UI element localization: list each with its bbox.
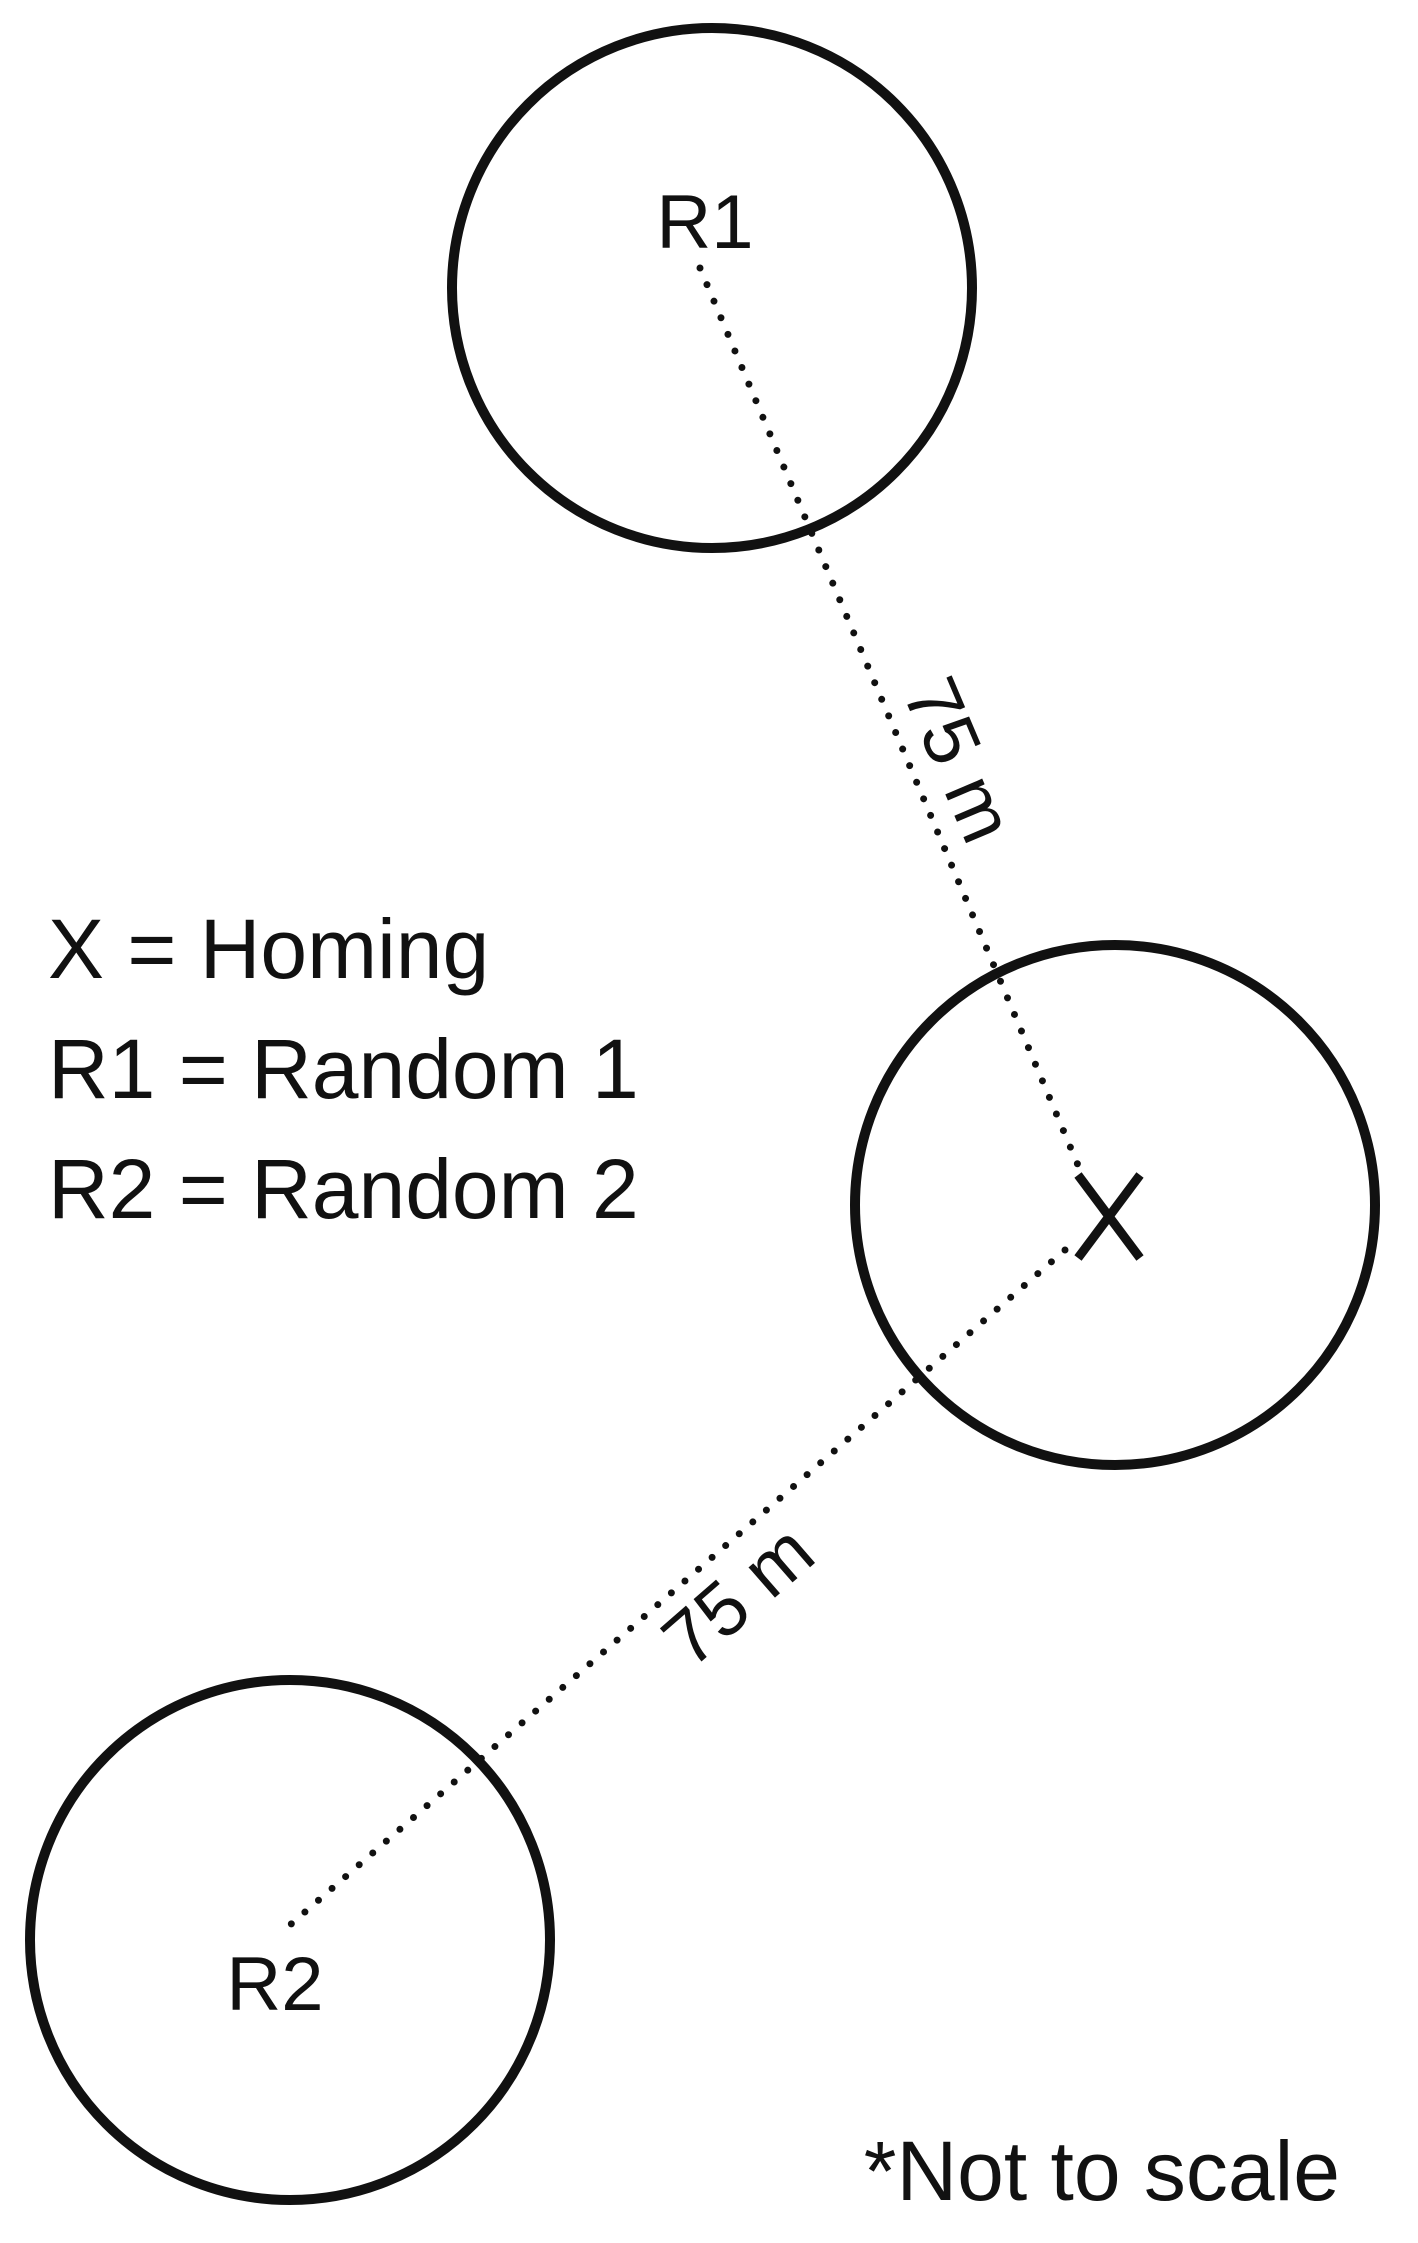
distance-label-r1-homing: 75 m — [886, 666, 1030, 855]
r1-circle — [447, 23, 977, 553]
r2-circle — [25, 1675, 555, 2205]
legend-line-random-1: R1 = Random 1 — [48, 1022, 639, 1116]
legend-line-homing: X = Homing — [48, 902, 489, 996]
legend: X = Homing R1 = Random 1 R2 = Random 2 — [48, 902, 639, 1236]
homing-circle — [850, 940, 1380, 1470]
homing-to-r2-line — [278, 1246, 1069, 1936]
homing-x-marker — [1074, 1172, 1144, 1261]
r1-label: R1 — [656, 180, 753, 265]
r1-to-homing-line — [696, 264, 1084, 1174]
legend-line-random-2: R2 = Random 2 — [48, 1142, 639, 1236]
r2-label: R2 — [226, 1942, 323, 2027]
not-to-scale-note: *Not to scale — [864, 2124, 1340, 2218]
